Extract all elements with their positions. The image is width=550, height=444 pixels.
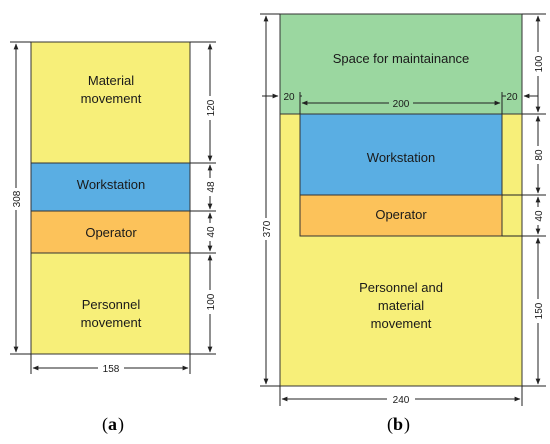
material-label-line1: Material bbox=[88, 73, 134, 88]
svg-text:200: 200 bbox=[393, 99, 410, 110]
svg-text:100: 100 bbox=[534, 55, 545, 72]
svg-text:(: ( bbox=[102, 414, 108, 435]
svg-text:): ) bbox=[118, 414, 124, 435]
segment-dimensions-b: 100 80 40 150 bbox=[502, 13, 546, 387]
caption-a: ( a ) bbox=[102, 414, 124, 435]
maintenance-zone bbox=[279, 13, 523, 115]
svg-text:20: 20 bbox=[506, 92, 518, 103]
personnel-material-line2: material bbox=[378, 298, 424, 313]
maintenance-label: Space for maintainance bbox=[333, 51, 470, 66]
segment-dimensions-a: 120 48 40 100 bbox=[190, 41, 217, 355]
gap-dimensions-b: 20 200 20 bbox=[262, 92, 538, 114]
width-dimension-b: 240 bbox=[279, 386, 523, 406]
height-dimension-b: 370 bbox=[259, 13, 280, 387]
svg-text:): ) bbox=[404, 414, 410, 435]
material-movement-zone bbox=[30, 41, 191, 164]
diagram-a: Material movement Workstation Operator P… bbox=[9, 41, 217, 435]
personnel-label-line2: movement bbox=[81, 315, 142, 330]
operator-label-a: Operator bbox=[85, 225, 137, 240]
svg-text:48: 48 bbox=[206, 181, 217, 193]
personnel-material-line1: Personnel and bbox=[359, 280, 443, 295]
svg-text:240: 240 bbox=[393, 395, 410, 406]
svg-text:120: 120 bbox=[206, 99, 217, 116]
svg-text:(: ( bbox=[387, 414, 393, 435]
material-label-line2: movement bbox=[81, 91, 142, 106]
caption-b: ( b ) bbox=[387, 414, 410, 435]
personnel-material-line3: movement bbox=[371, 316, 432, 331]
operator-label-b: Operator bbox=[375, 207, 427, 222]
operator-zone-a bbox=[30, 210, 191, 254]
operator-zone-b bbox=[299, 194, 503, 237]
svg-text:150: 150 bbox=[534, 302, 545, 319]
svg-text:370: 370 bbox=[262, 220, 273, 237]
svg-text:b: b bbox=[393, 414, 403, 434]
width-dimension-a: 158 bbox=[30, 354, 191, 375]
svg-text:100: 100 bbox=[206, 293, 217, 310]
workstation-zone-b bbox=[299, 113, 503, 196]
personnel-movement-zone bbox=[30, 252, 191, 355]
svg-text:80: 80 bbox=[534, 149, 545, 161]
workstation-label-a: Workstation bbox=[77, 177, 145, 192]
diagram-b: Space for maintainance Workstation Opera… bbox=[259, 13, 546, 435]
personnel-label-line1: Personnel bbox=[82, 297, 141, 312]
svg-text:40: 40 bbox=[206, 226, 217, 238]
svg-text:a: a bbox=[108, 414, 117, 434]
workstation-zone-a bbox=[30, 162, 191, 212]
svg-text:40: 40 bbox=[534, 210, 545, 222]
height-dimension-a: 308 bbox=[9, 41, 31, 355]
svg-text:308: 308 bbox=[12, 190, 23, 207]
svg-text:20: 20 bbox=[283, 92, 295, 103]
svg-text:158: 158 bbox=[103, 364, 120, 375]
workstation-label-b: Workstation bbox=[367, 150, 435, 165]
